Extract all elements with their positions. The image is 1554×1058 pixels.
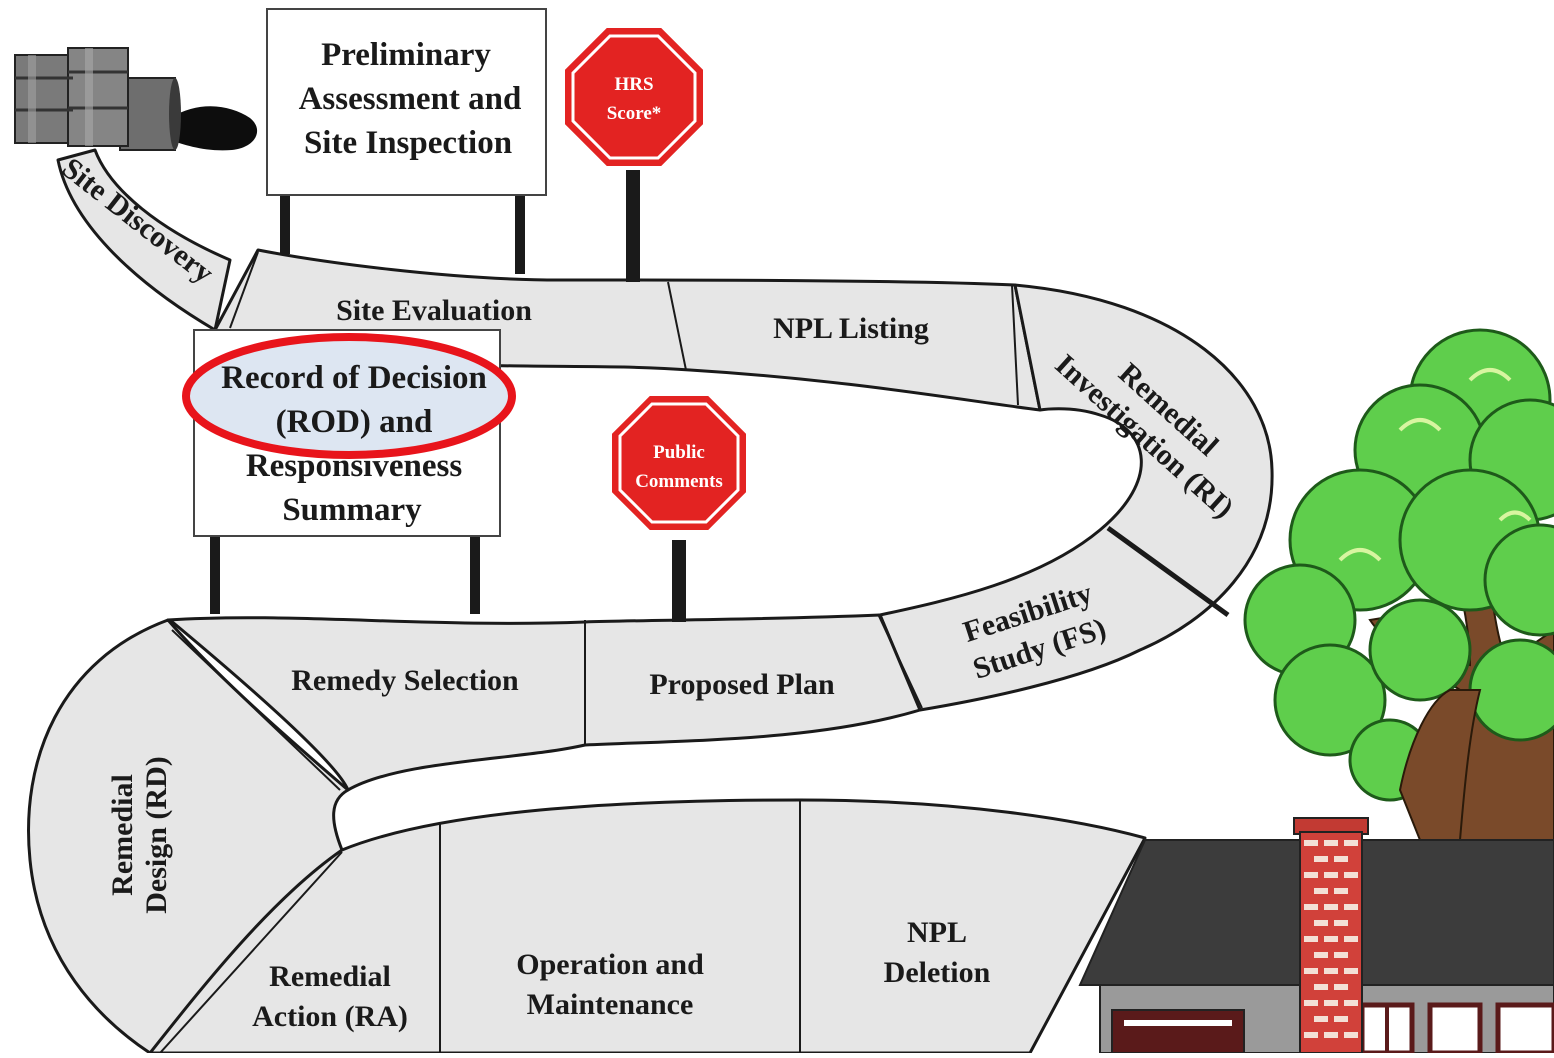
sign-preliminary-assessment: Preliminary Assessment and Site Inspecti… (266, 8, 547, 274)
sign-record-of-decision: Record of Decision (ROD) and Responsiven… (182, 329, 516, 614)
svg-text:Record of Decision: Record of Decision (221, 360, 487, 396)
svg-text:(ROD) and: (ROD) and (276, 404, 433, 440)
highlight-ring (182, 333, 516, 459)
road-divider (1011, 284, 1019, 406)
label-remedial-action-line1: Remedial (269, 960, 391, 993)
svg-text:Design (RD): Design (RD) (140, 756, 173, 914)
svg-text:Public: Public (653, 442, 705, 463)
road-segment-lower (148, 798, 1147, 1055)
road-divider (667, 281, 687, 371)
label-remedial-action-line2: Action (RA) (252, 1000, 408, 1033)
svg-text:HRS: HRS (614, 74, 653, 95)
label-proposed-plan: Proposed Plan (649, 668, 835, 701)
road-divider (229, 251, 259, 329)
svg-text:Site Inspection: Site Inspection (304, 125, 512, 161)
road-segment-hairpin (878, 283, 1274, 712)
svg-text:Remedial: Remedial (106, 774, 139, 896)
stop-sign-icon: HRS Score* (561, 24, 707, 282)
svg-text:Preliminary: Preliminary (321, 37, 491, 73)
svg-text:Summary: Summary (282, 492, 422, 528)
label-npl-deletion-line2: Deletion (884, 956, 991, 989)
label-om-line1: Operation and (516, 948, 704, 981)
road-divider (877, 613, 923, 709)
label-om-line2: Maintenance (527, 988, 694, 1021)
tree-icon (1243, 328, 1554, 841)
road-divider (1106, 525, 1230, 618)
road-divider (1029, 837, 1146, 1054)
highlight-fill (189, 339, 509, 451)
label-site-evaluation: Site Evaluation (336, 294, 532, 327)
barrels-icon (14, 47, 258, 151)
label-npl-listing: NPL Listing (773, 312, 929, 345)
stop-sign-icon: Public Comments (608, 392, 750, 622)
svg-text:Assessment and: Assessment and (299, 81, 522, 117)
svg-text:Comments: Comments (635, 471, 723, 492)
road-divider (171, 629, 341, 791)
label-remedial-design: Remedial Design (RD) (106, 756, 173, 914)
label-remedy-selection: Remedy Selection (291, 664, 519, 697)
road-divider (159, 851, 343, 1054)
road (27, 148, 1274, 1055)
road-segment-middle (166, 613, 922, 792)
label-npl-deletion-line1: NPL (907, 916, 967, 949)
svg-text:Score*: Score* (607, 103, 662, 124)
house-icon (1078, 817, 1554, 1056)
